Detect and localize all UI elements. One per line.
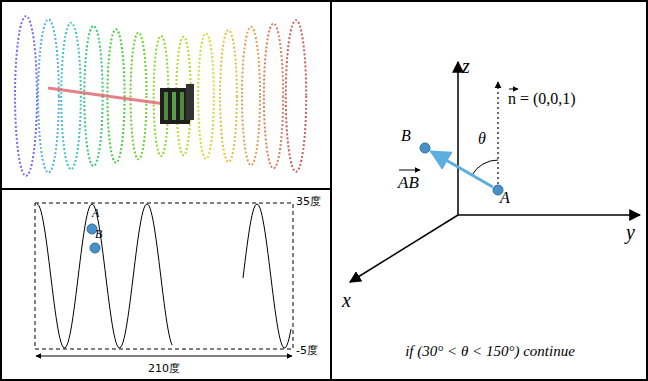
vector-bar <box>399 170 420 171</box>
normal-vector <box>497 82 498 184</box>
scan-ring <box>220 30 237 162</box>
scan-wave <box>243 204 291 348</box>
x-axis <box>350 215 458 282</box>
plot-range <box>35 203 293 349</box>
scan-ring <box>286 20 306 171</box>
scan-ring <box>198 33 214 158</box>
scan-rings <box>15 16 306 176</box>
laser-beam <box>48 88 165 104</box>
y-axis <box>458 214 640 216</box>
z-axis <box>457 62 459 215</box>
point-marker: B <box>419 142 431 154</box>
point-dot <box>89 242 101 254</box>
scan-ring <box>61 23 81 170</box>
point-marker: B <box>89 242 101 254</box>
width-dimension <box>36 356 292 357</box>
condition-note: if (30° < θ < 150°) continue <box>405 344 575 359</box>
axis-name: z <box>462 56 470 76</box>
point-label: B <box>95 228 107 240</box>
point-label: A <box>500 190 512 206</box>
vector-label: AB <box>398 174 419 191</box>
scan-wave <box>37 204 172 348</box>
vector-bar <box>509 89 518 90</box>
normal-label: n = (0,0,1) <box>508 91 576 107</box>
panel-divider <box>330 1 332 380</box>
angle-arc <box>472 160 498 175</box>
scan-ring <box>242 27 260 165</box>
axis-name: x <box>342 290 351 310</box>
scan-ring <box>264 24 283 169</box>
scan-ring <box>131 33 147 160</box>
point-label: A <box>92 207 104 219</box>
axis-max: 35度 <box>296 196 321 207</box>
axis-name: y <box>626 222 635 242</box>
scan-ring <box>38 19 59 172</box>
angle-label: θ <box>478 131 486 147</box>
vector-arrow <box>431 151 493 187</box>
scan-ring <box>15 16 37 176</box>
lidar-sensor <box>160 84 194 124</box>
axis-min: -5度 <box>296 345 318 356</box>
point-marker: A <box>492 184 504 196</box>
point-label: B <box>401 128 413 144</box>
range-width: 210度 <box>148 363 180 374</box>
panel-divider <box>1 188 331 190</box>
point-dot <box>419 142 431 154</box>
